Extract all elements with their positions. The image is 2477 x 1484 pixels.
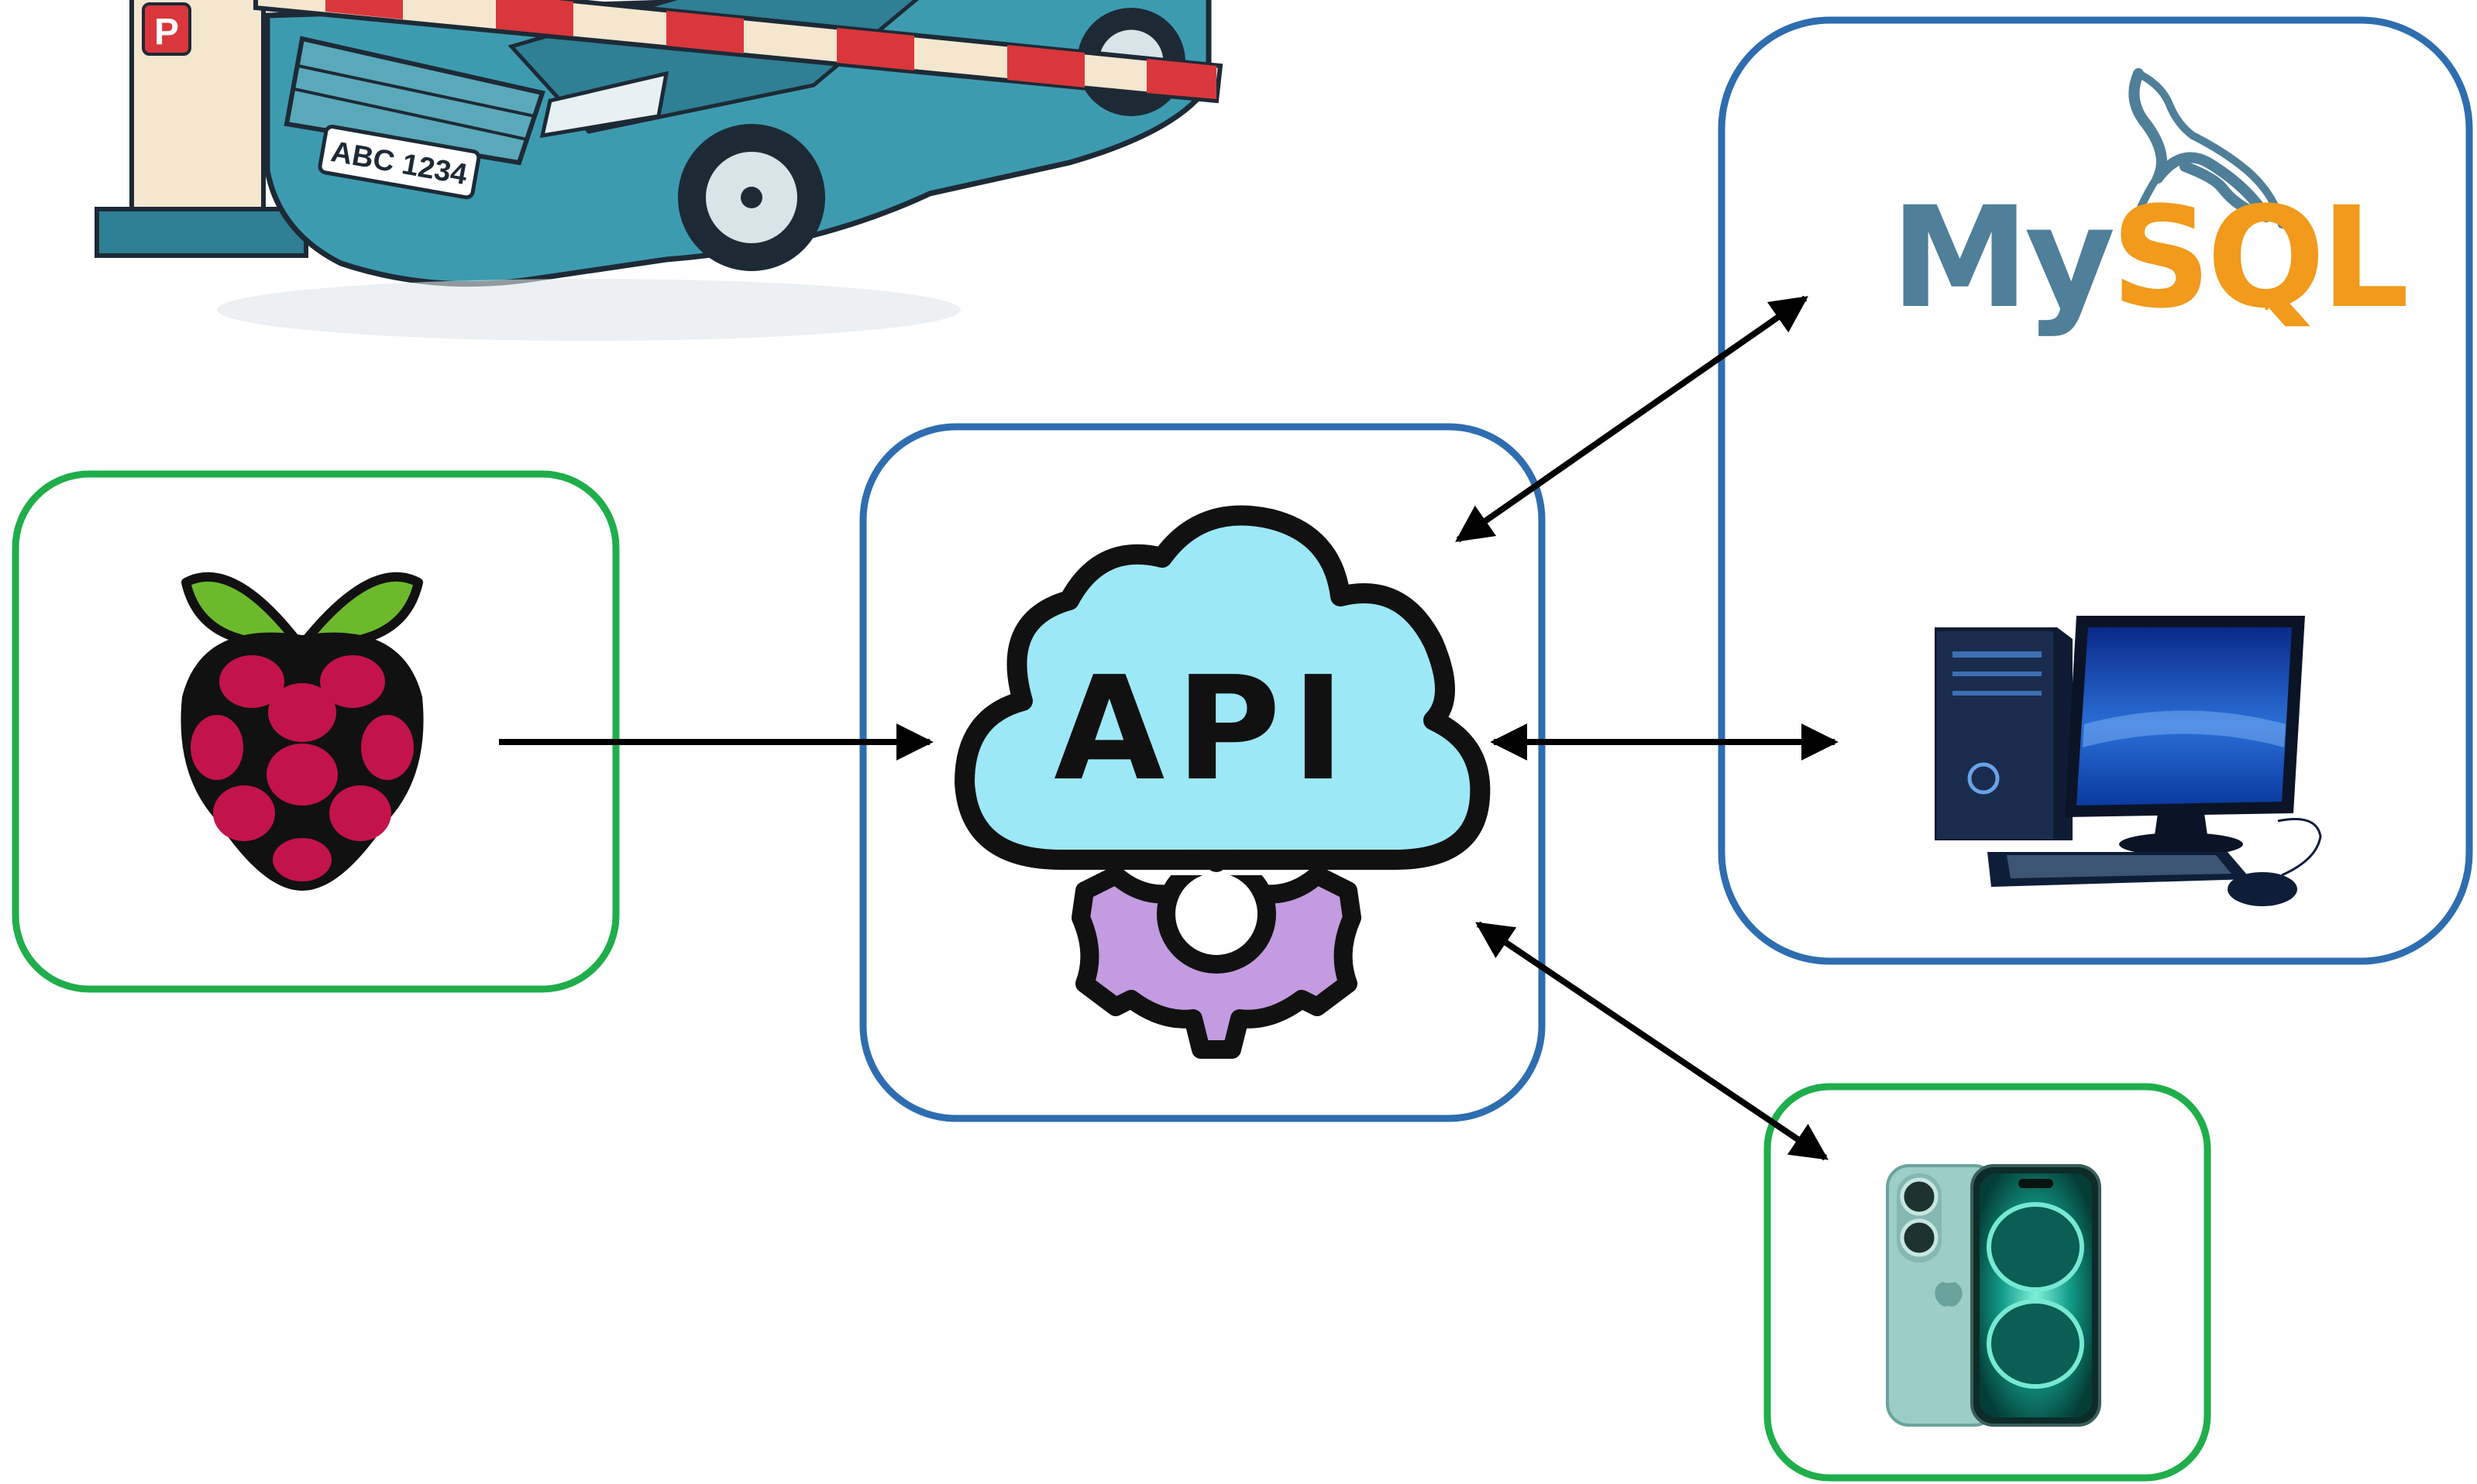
smartphone-icon [1886, 1164, 2101, 1427]
mysql-dolphin-icon [2128, 68, 2286, 228]
mysql-label-my: My [1890, 177, 2114, 339]
api-node: API [859, 423, 1546, 1122]
raspberry-pi-icon [181, 572, 424, 891]
desktop-computer-icon [1935, 616, 2322, 906]
barrier-post: P [95, 0, 308, 258]
arrow-api-smartphone [1475, 921, 1829, 1161]
mysql-node: MySQL TM [1890, 68, 2410, 339]
parking-scene: P ABC 1234 [95, 0, 1223, 341]
smartphone-node [1763, 1083, 2211, 1482]
api-label: API [1054, 645, 1356, 812]
parking-sign-letter: P [154, 12, 179, 53]
mysql-trademark: TM [2261, 295, 2290, 314]
server-group-box [1718, 16, 2473, 965]
arrow-api-mysql [1455, 295, 1808, 543]
mysql-label-sql: SQL [2111, 177, 2406, 339]
raspberry-pi-node [12, 470, 620, 993]
api-cloud-gear-icon: API [955, 505, 1491, 1059]
server-group: MySQL TM [1718, 16, 2473, 965]
parking-sign [142, 2, 191, 56]
connections [499, 295, 1839, 1161]
barrier-arm [253, 0, 1223, 104]
svg-text:MySQL: MySQL [1890, 177, 2406, 339]
